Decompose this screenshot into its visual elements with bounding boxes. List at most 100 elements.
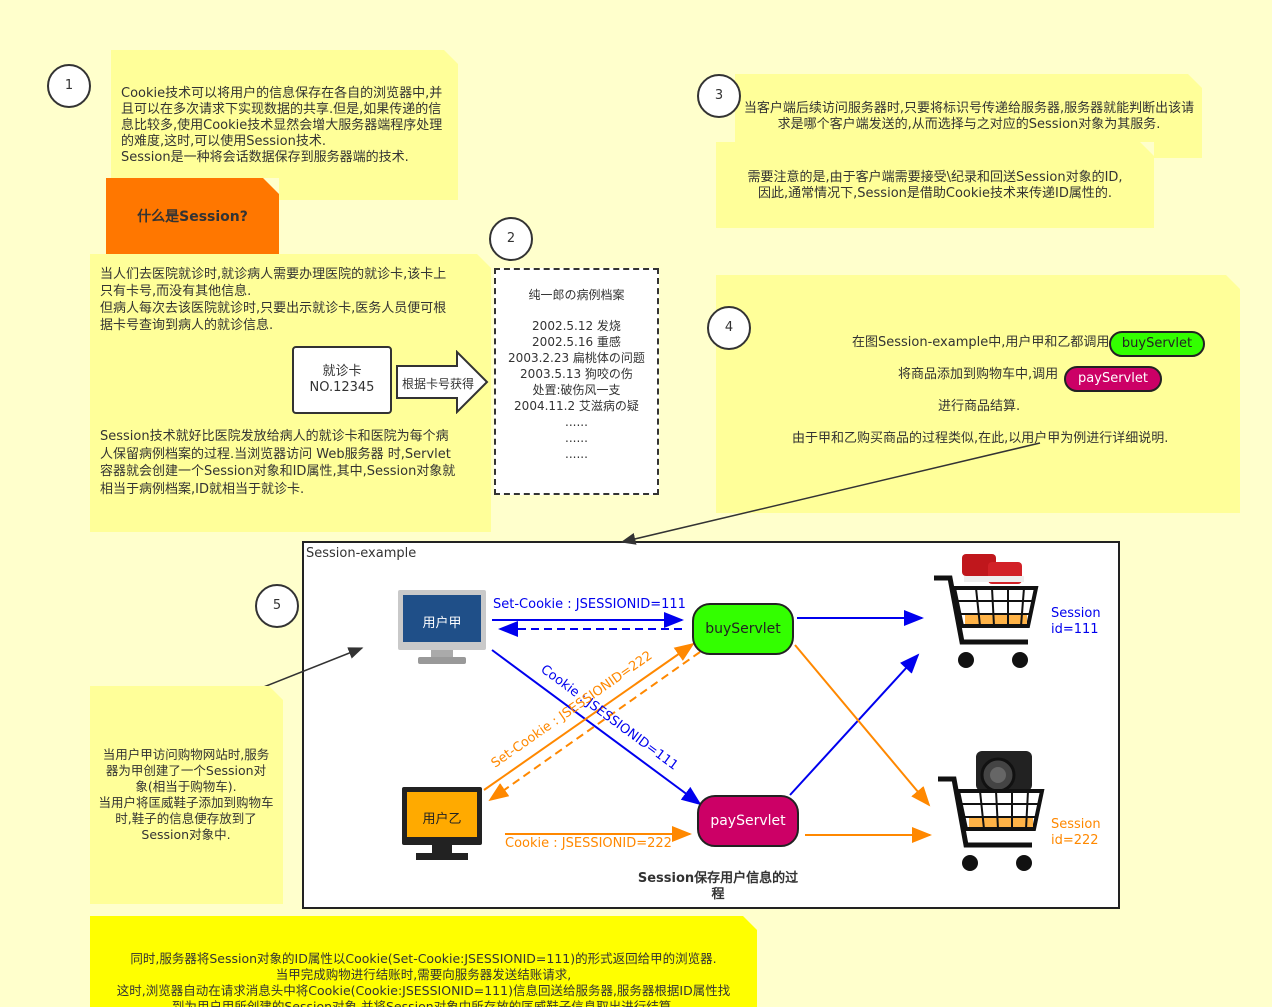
record-line: 2003.2.23 扁桃体の问题 xyxy=(508,351,645,365)
user-b-base xyxy=(416,853,468,860)
note-identifier-text: 当客户端后续访问服务器时,只要将标识号传递给服务器,服务器就能判断出该请 求是哪… xyxy=(738,101,1200,133)
note-line: 这时,浏览器自动在请求消息头中将Cookie(Cookie:JSESSIONID… xyxy=(116,983,731,998)
note-user-a-visit xyxy=(90,686,283,904)
note-cookie-intro-text: Cookie技术可以将用户的信息保存在各自的浏览器中,并 且可以在多次请求下实现… xyxy=(121,86,451,166)
note-line: 当用户将匡威鞋子添加到购物车 xyxy=(98,795,274,810)
note-line: 器为甲创建了一个Session对 xyxy=(105,763,267,778)
note-line: 到为用户甲所创建的Session对象,并将Session对象中所存放的匡威鞋子信… xyxy=(171,999,676,1007)
note-line: 相当于病例档案,ID就相当于就诊卡. xyxy=(100,481,305,497)
note-line: 当甲完成购物进行结账时,需要向服务器发送结账请求, xyxy=(275,967,572,982)
step-marker-4: 4 xyxy=(707,306,751,350)
session-label-line: id=222 xyxy=(1051,833,1099,848)
user-a-computer: 用户甲 xyxy=(398,590,486,665)
note-line: 因此,通常情况下,Session是借助Cookie技术来传递ID属性的. xyxy=(758,186,1112,201)
note-cookie-return-text: 同时,服务器将Session对象的ID属性以Cookie(Set-Cookie:… xyxy=(90,951,757,1007)
user-b-screen xyxy=(402,787,482,845)
cart-icon-2 xyxy=(938,751,1045,871)
title-fold xyxy=(263,178,279,194)
user-b-display xyxy=(407,792,477,837)
record-line: 处置:破伤风一支 xyxy=(532,383,621,397)
note-cookie-id-text: 需要注意的是,由于客户端需要接受\纪录和回送Session对象的ID, 因此,通… xyxy=(716,170,1154,202)
note-user-a-visit-text: 当用户甲访问购物网站时,服务 器为甲创建了一个Session对 象(相当于购物车… xyxy=(92,747,280,843)
note-cookie-id xyxy=(716,142,1154,228)
medical-card: 就诊卡 NO.12345 xyxy=(292,346,392,414)
arrow-cookie-111 xyxy=(491,649,702,806)
record-line: ...... xyxy=(565,431,588,445)
medical-record: 纯一郎の病例档案 2002.5.12 发烧 2002.5.16 重感 2003.… xyxy=(494,268,659,495)
note-fold xyxy=(743,916,757,930)
session-label-line: Session xyxy=(1051,817,1101,832)
record-line: ...... xyxy=(565,447,588,461)
user-a-label: 用户甲 xyxy=(422,616,462,631)
note-line: 的难度,这时,可以使用Session技术. xyxy=(121,134,326,149)
note-line: 息比较多,使用Cookie技术显然会增大服务器端程序处理 xyxy=(121,118,443,133)
buyservlet-node: buyServlet xyxy=(692,603,794,655)
user-a-screen xyxy=(398,590,486,650)
title-text: 什么是Session? xyxy=(137,209,248,225)
cart-icon-1 xyxy=(934,554,1039,668)
note4-line4: 由于甲和乙购买商品的过程类似,在此,以用户甲为例进行详细说明. xyxy=(792,431,1169,446)
caption-line: 程 xyxy=(711,887,725,902)
record-line: 2002.5.12 发烧 xyxy=(532,319,621,333)
note-line: 需要注意的是,由于客户端需要接受\纪录和回送Session对象的ID, xyxy=(747,170,1123,185)
record-line: ...... xyxy=(565,415,588,429)
arrow-pay-to-cart1 xyxy=(789,653,920,796)
user-a-stand xyxy=(431,650,453,657)
note4-line2: 将商品添加到购物车中,调用 xyxy=(898,367,1059,382)
note-line: 容器就会创建一个Session对象和ID属性,其中,Session对象就 xyxy=(100,464,456,479)
record-title: 纯一郎の病例档案 xyxy=(528,288,625,302)
pointer-note4 xyxy=(620,442,1041,545)
note-hospital-text-b: Session技术就好比医院发放给病人的就诊卡和医院为每个病 人保留病例档案的过… xyxy=(100,428,490,498)
note-line: 但病人每次去该医院就诊时,只要出示就诊卡,医务人员便可根 xyxy=(100,301,447,316)
arrow-buy-to-cart2 xyxy=(794,644,931,807)
diagram-caption: Session保存用户信息的过 程 xyxy=(620,871,816,903)
note-line: 只有卡号,而没有其他信息. xyxy=(100,284,252,299)
session-label-line: Session xyxy=(1051,606,1101,621)
payservlet-node: payServlet xyxy=(697,795,799,847)
arrow-set-cookie-222 xyxy=(483,642,695,791)
note-line: 时,鞋子的信息便存放到了 xyxy=(115,811,257,826)
caption-line: Session保存用户信息的过 xyxy=(637,871,799,886)
record-line: 2003.5.13 狗咬の伤 xyxy=(520,367,633,381)
user-b-computer: 用户乙 xyxy=(402,787,482,862)
step-marker-3: 3 xyxy=(697,74,741,118)
buyservlet-badge: buyServlet xyxy=(1109,331,1205,357)
step-marker-2: 2 xyxy=(489,217,533,261)
note-line: 象(相当于购物车). xyxy=(135,779,237,794)
note-line: 且可以在多次请求下实现数据的共享.但是,如果传递的信 xyxy=(121,102,442,117)
session-111-label: Session id=111 xyxy=(1051,606,1101,638)
record-line: 2004.11.2 艾滋病の疑 xyxy=(514,399,639,413)
note-line: 求是哪个客户端发送的,从而选择与之对应的Session对象为其服务. xyxy=(777,117,1161,132)
lookup-arrow xyxy=(396,350,489,414)
note-line: Session技术就好比医院发放给病人的就诊卡和医院为每个病 xyxy=(100,429,449,444)
arrow-set-cookie-222-return xyxy=(488,651,701,802)
user-a-display xyxy=(403,595,481,642)
label-cookie-222: Cookie : JSESSIONID=222 xyxy=(505,836,672,851)
label-set-cookie-111: Set-Cookie : JSESSIONID=111 xyxy=(493,597,686,612)
diagram-title: Session-example xyxy=(306,546,417,561)
note4-line1: 在图Session-example中,用户甲和乙都调用 xyxy=(852,335,1110,350)
session-222-label: Session id=222 xyxy=(1051,817,1101,849)
note-line: 当人们去医院就诊时,就诊病人需要办理医院的就诊卡,该卡上 xyxy=(100,267,447,282)
note4-line3: 进行商品结算. xyxy=(938,399,1021,414)
note-hospital-text-a: 当人们去医院就诊时,就诊病人需要办理医院的就诊卡,该卡上 只有卡号,而没有其他信… xyxy=(100,266,490,334)
title-what-is-session: 什么是Session? xyxy=(106,178,279,254)
session-label-line: id=111 xyxy=(1051,622,1099,637)
user-a-base xyxy=(418,657,466,664)
note-line: Session是一种将会话数据保存到服务器端的技术. xyxy=(121,150,409,165)
note-line: 同时,服务器将Session对象的ID属性以Cookie(Set-Cookie:… xyxy=(130,951,717,966)
record-line: 2002.5.16 重感 xyxy=(532,335,621,349)
note-line: Session对象中. xyxy=(141,827,231,842)
note-cookie-intro xyxy=(111,50,458,200)
note-line: 人保留病例档案的过程.当浏览器访问 Web服务器 时,Servlet xyxy=(100,446,451,462)
lookup-arrow-label: 根据卡号获得 xyxy=(402,377,475,391)
note-cookie-return: 同时,服务器将Session对象的ID属性以Cookie(Set-Cookie:… xyxy=(90,916,757,1007)
note-example-intro xyxy=(716,275,1240,513)
user-b-label: 用户乙 xyxy=(422,812,462,827)
step-marker-5: 5 xyxy=(255,584,299,628)
user-b-stand xyxy=(432,845,452,853)
card-number: NO.12345 xyxy=(309,380,375,395)
note-line: Cookie技术可以将用户的信息保存在各自的浏览器中,并 xyxy=(121,86,443,101)
step-marker-1: 1 xyxy=(47,64,91,108)
payservlet-badge: payServlet xyxy=(1064,366,1162,392)
